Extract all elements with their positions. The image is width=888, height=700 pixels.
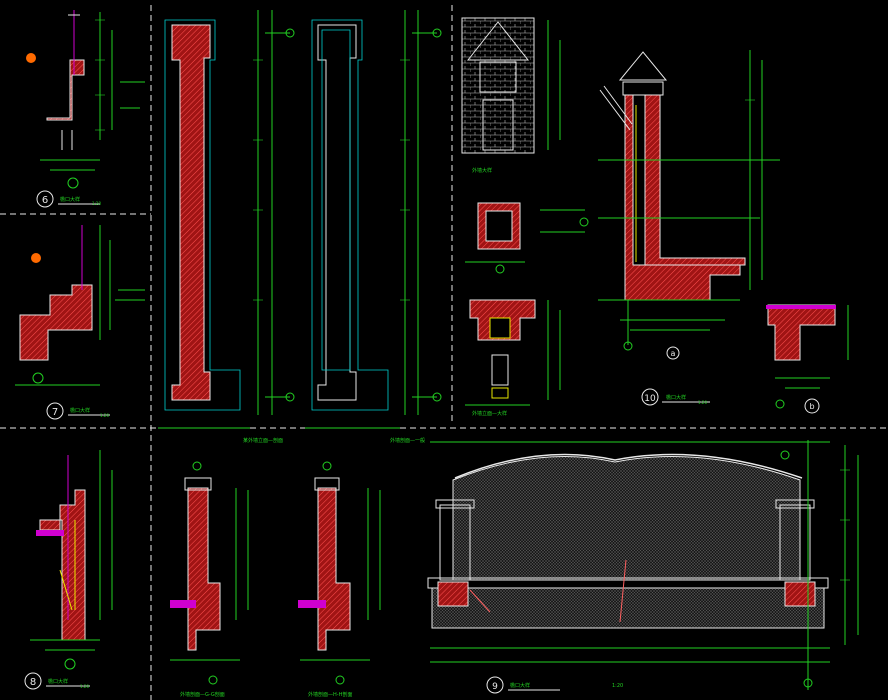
detail-6: 6 檐口大样 1:20 [26,10,145,208]
detail-caption: 檐口大样 [666,394,686,401]
detail-scale: 1:20 [80,684,89,689]
detail-number: 8 [30,677,36,688]
dimension-ticks [95,19,850,581]
detail-letter: b [809,402,814,411]
small-plan-1 [465,202,589,274]
detail-8: 8 檐口大样 1:20 [24,450,113,690]
section-caption: 外墙剖面—H-H剖面 [308,691,352,698]
detail-number: 9 [492,682,498,692]
detail-caption: 檐口大样 [48,678,68,685]
detail-scale: 1:20 [92,201,101,206]
detail-b: b [766,304,849,414]
detail-number: 6 [42,195,48,206]
caption: 外墙立面—大样 [472,410,507,417]
detail-number: 7 [52,407,58,418]
detail-9: 9 檐口大样 1:20 [427,440,859,694]
detail-caption: 檐口大样 [70,407,90,414]
column-section-g: 外墙剖面—G-G剖面 [170,461,249,698]
sheet-borders [0,5,888,700]
section-caption: 某外墙立面—剖面 [243,437,283,444]
column-section-h: 外墙剖面—H-H剖面 [298,461,381,698]
wall-section-right: 外墙剖面—一般 [305,10,442,444]
small-plan-2: 外墙立面—大样 [465,299,561,417]
detail-caption: 檐口大样 [510,682,530,689]
detail-7: 7 檐口大样 1:20 [15,225,145,420]
caption: 外墙大样 [472,167,492,174]
detail-caption: 檐口大样 [60,196,80,203]
section-caption: 外墙剖面—一般 [390,437,425,444]
wall-section-left: 某外墙立面—剖面 [158,10,295,444]
detail-10: a 10 檐口大样 1:20 [598,50,780,406]
gable-elevation: 外墙大样 [461,17,561,174]
detail-caption-2: 1:20 [612,683,623,689]
detail-letter: a [671,349,676,358]
section-caption: 外墙剖面—G-G剖面 [180,691,225,698]
detail-scale: 1:20 [100,413,109,418]
detail-number: 10 [644,394,656,404]
detail-scale: 1:20 [698,400,707,405]
